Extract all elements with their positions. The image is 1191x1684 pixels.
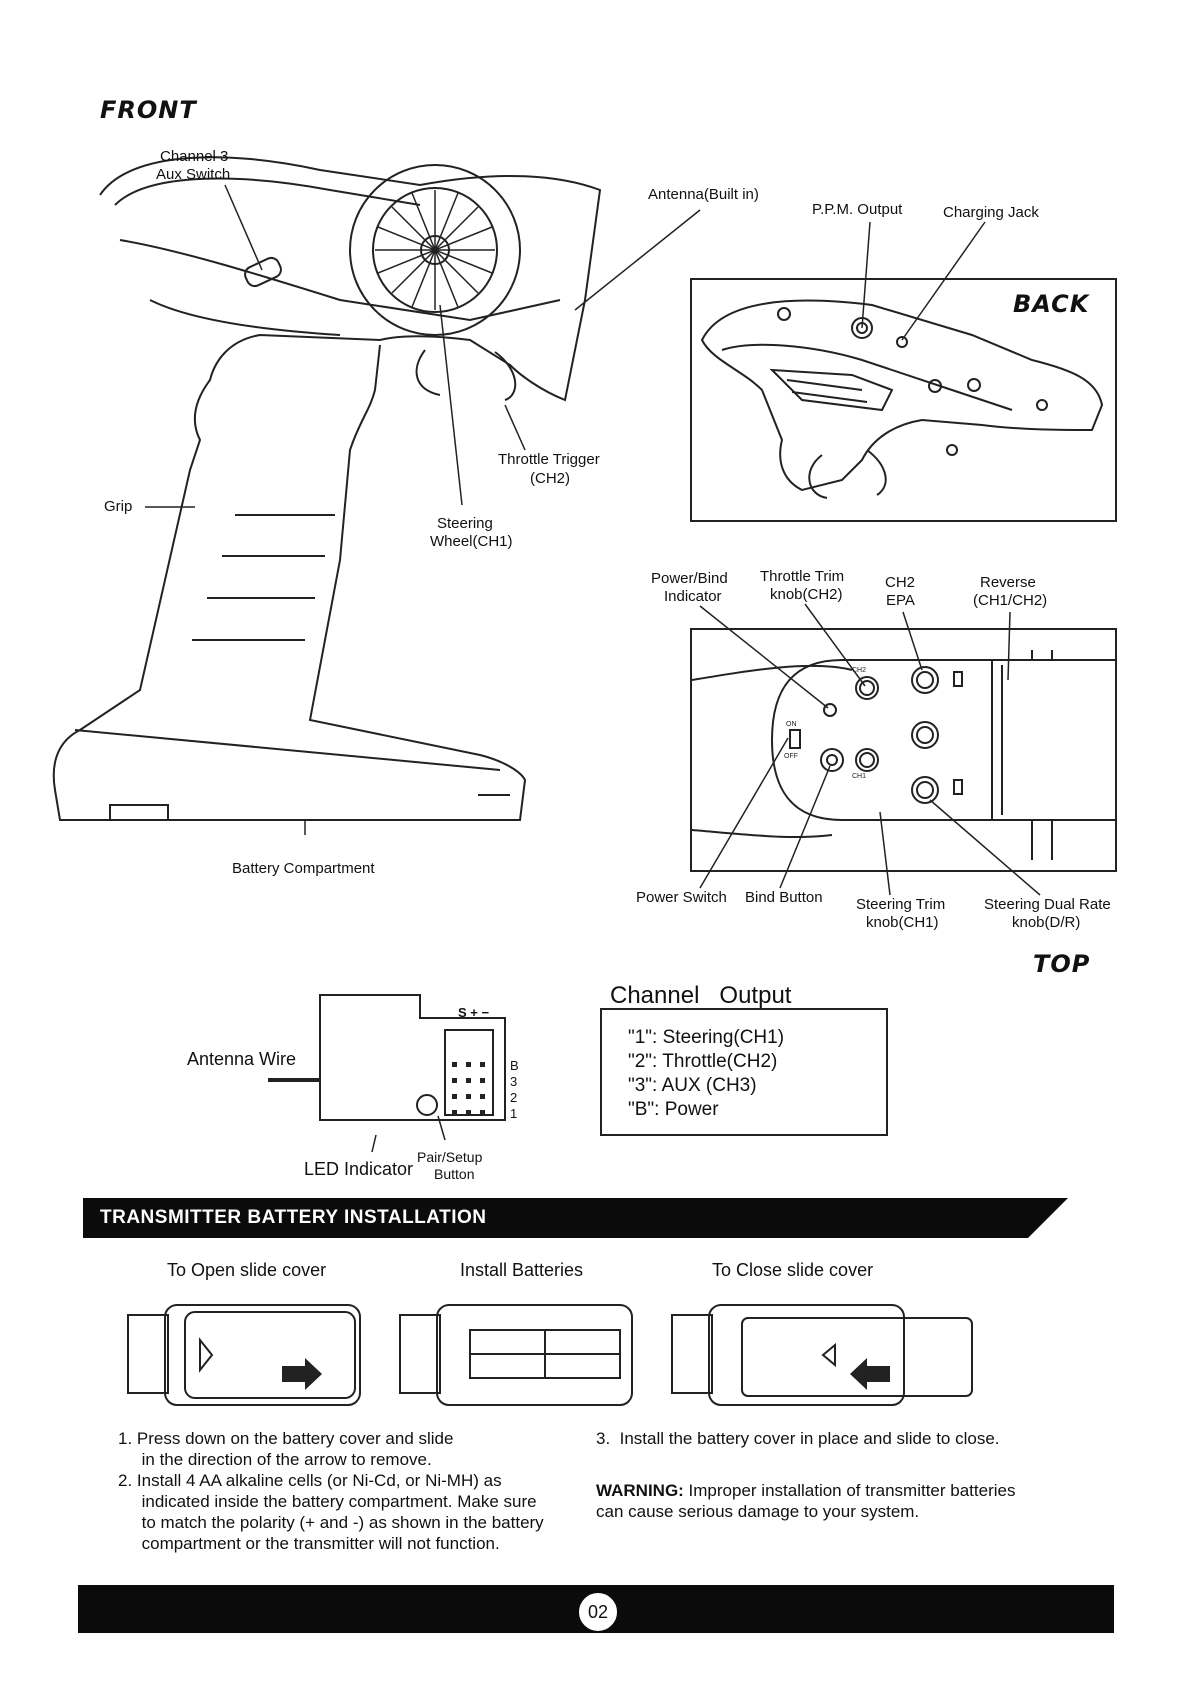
battery-section-title: TRANSMITTER BATTERY INSTALLATION (100, 1207, 487, 1228)
channel3-label: Channel 3 (160, 148, 229, 165)
bind-button-label: Bind Button (745, 889, 823, 906)
pair-setup-label: Pair/Setup (417, 1149, 483, 1165)
steering-dual-rate-knob-label: knob(D/R) (1012, 914, 1081, 931)
back-transmitter-drawing (700, 299, 1104, 499)
warning-text: Improper installation of transmitter bat… (683, 1481, 1016, 1500)
pin-label-1: 1 (510, 1106, 518, 1121)
ch2-label: CH2 (885, 574, 916, 591)
top-transmitter-drawing: ON OFF CH2 CH1 (692, 650, 1115, 860)
instruction-line: indicated inside the battery compartment… (118, 1492, 537, 1511)
channel-output-line: "2": Throttle(CH2) (628, 1051, 778, 1072)
back-heading: BACK (1013, 290, 1090, 318)
channel-output-box (600, 1008, 888, 1136)
antenna-label: Antenna(Built in) (648, 186, 759, 203)
warning-line-2: can cause serious damage to your system. (596, 1502, 920, 1521)
instruction-step3: 3. Install the battery cover in place an… (596, 1429, 1000, 1448)
caption-open: To Open slide cover (167, 1260, 327, 1280)
pin-label-2: 2 (510, 1090, 518, 1105)
ppm-output-label: P.P.M. Output (812, 201, 903, 218)
power-bind-indicator-label-2: Indicator (664, 588, 722, 605)
steering-wheel-label: Wheel(CH1) (430, 533, 513, 550)
instruction-line: 2. Install 4 AA alkaline cells (or Ni-Cd… (118, 1471, 502, 1490)
pin-label-3: 3 (510, 1074, 518, 1089)
caption-close: To Close slide cover (712, 1260, 874, 1280)
steering-trim-knob-label: knob(CH1) (866, 914, 939, 931)
instruction-line: to match the polarity (+ and -) as shown… (118, 1513, 544, 1532)
front-heading: FRONT (100, 96, 197, 124)
throttle-trigger-label: Throttle Trigger (498, 451, 600, 468)
steering-dual-rate-label: Steering Dual Rate (984, 896, 1111, 913)
reverse-ch-label: (CH1/CH2) (973, 592, 1048, 609)
charging-jack-label: Charging Jack (943, 204, 1039, 221)
instruction-line: in the direction of the arrow to remove. (118, 1450, 432, 1469)
battery-compartment-label: Battery Compartment (232, 860, 375, 877)
panel-ch2-text: CH2 (852, 667, 866, 674)
channel-output-line: "3": AUX (CH3) (628, 1075, 757, 1096)
pair-setup-button-label: Button (434, 1166, 475, 1182)
led-indicator-label: LED Indicator (304, 1159, 414, 1179)
warning-label: WARNING: (596, 1481, 684, 1500)
panel-on-text: ON (786, 721, 797, 728)
throttle-trigger-ch: (CH2) (530, 470, 570, 487)
channel-output-line: "1": Steering(CH1) (628, 1027, 785, 1048)
power-switch-label: Power Switch (636, 889, 727, 906)
panel-off-text: OFF (784, 753, 798, 760)
channel-output-title: Channel Output (610, 982, 792, 1009)
antenna-wire-label: Antenna Wire (187, 1049, 297, 1069)
throttle-trim-label: Throttle Trim (760, 568, 845, 585)
receiver-pin-header: S + − (458, 1005, 490, 1020)
instruction-line: 1. Press down on the battery cover and s… (118, 1429, 454, 1448)
throttle-trim-knob-label: knob(CH2) (770, 586, 843, 603)
power-bind-indicator-label: Power/Bind (651, 570, 728, 587)
pin-label-b: B (510, 1058, 519, 1073)
panel-ch1-text: CH1 (852, 773, 866, 780)
top-heading: TOP (1033, 950, 1091, 978)
instruction-line: compartment or the transmitter will not … (118, 1534, 500, 1553)
epa-label: EPA (886, 592, 915, 609)
channel-output-line: "B": Power (628, 1099, 719, 1120)
grip-label: Grip (104, 498, 133, 515)
steering-label: Steering (437, 515, 493, 532)
receiver-pin-labels: B 3 2 1 (510, 1058, 519, 1122)
warning-line: WARNING: Improper installation of transm… (596, 1480, 1015, 1501)
page-number: 02 (579, 1593, 617, 1631)
caption-install: Install Batteries (460, 1260, 584, 1280)
top-view-panel: ON OFF CH2 CH1 (690, 628, 1117, 872)
reverse-label: Reverse (980, 574, 1036, 591)
steering-trim-label: Steering Trim (856, 896, 946, 913)
aux-switch-label: Aux Switch (156, 166, 231, 183)
